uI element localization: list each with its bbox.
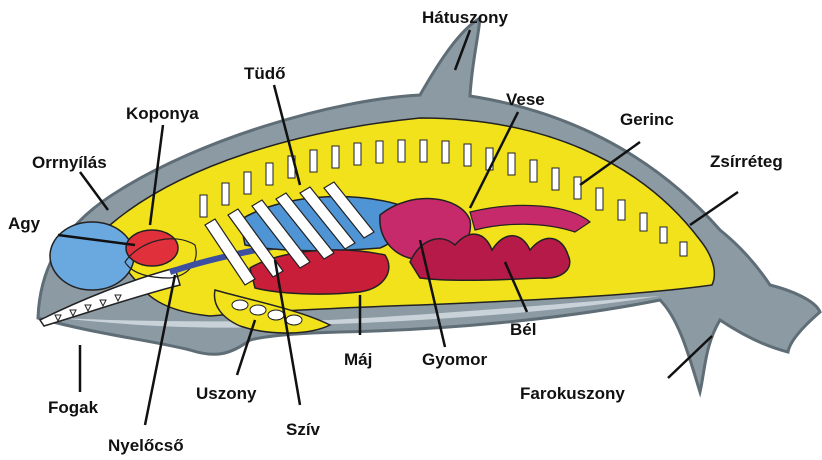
nostril-melon (50, 222, 134, 290)
label-blubber: Zsírréteg (710, 152, 783, 172)
label-brain: Agy (8, 214, 40, 234)
label-dorsal-fin: Hátuszony (422, 8, 508, 28)
label-liver: Máj (344, 350, 372, 370)
label-tail-fin: Farokuszony (520, 384, 625, 404)
brain-organ (126, 230, 178, 266)
label-skull: Koponya (126, 104, 199, 124)
label-stomach: Gyomor (422, 350, 487, 370)
label-flipper: Uszony (196, 384, 256, 404)
label-intestine: Bél (510, 320, 536, 340)
label-esophagus: Nyelőcső (108, 436, 184, 456)
label-lung: Tüdő (244, 64, 286, 84)
label-blowhole: Orrnyílás (32, 153, 107, 173)
label-spine: Gerinc (620, 110, 674, 130)
label-kidney: Vese (506, 90, 545, 110)
label-heart: Szív (286, 420, 320, 440)
label-teeth: Fogak (48, 398, 98, 418)
